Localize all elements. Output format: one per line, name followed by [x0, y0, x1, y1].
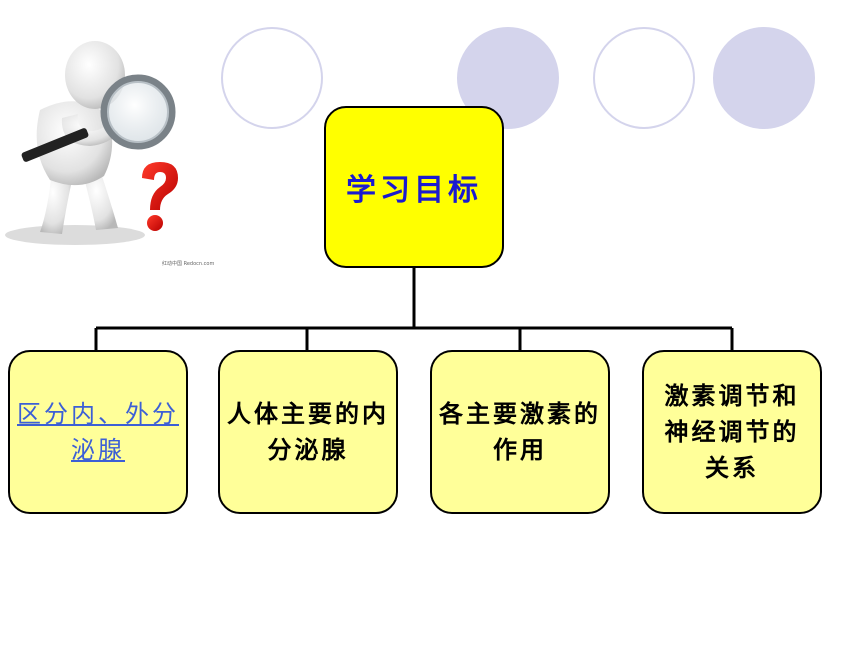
- child-node-label: 各主要激素的作用: [439, 399, 601, 464]
- root-node-label: 学习目标: [346, 173, 482, 208]
- root-node: 学习目标: [324, 106, 504, 268]
- magnifier-question-figure-icon: [5, 41, 178, 245]
- decorative-circle-outline: [593, 27, 695, 129]
- decorative-circle-filled: [713, 27, 815, 129]
- child-node-hormone-functions: 各主要激素的作用: [430, 350, 610, 514]
- child-node-main-glands: 人体主要的内分泌腺: [218, 350, 398, 514]
- decorative-circle-outline: [221, 27, 323, 129]
- child-node-exocrine-endocrine[interactable]: 区分内、外分泌腺: [8, 350, 188, 514]
- child-node-label: 人体主要的内分泌腺: [227, 399, 389, 464]
- image-watermark: 红动中国 Redocn.com: [162, 261, 215, 267]
- child-node-label: 激素调节和神经调节的关系: [664, 381, 800, 482]
- child-node-hormone-nerve-relation: 激素调节和神经调节的关系: [642, 350, 822, 514]
- child-node-link[interactable]: 区分内、外分泌腺: [17, 400, 179, 464]
